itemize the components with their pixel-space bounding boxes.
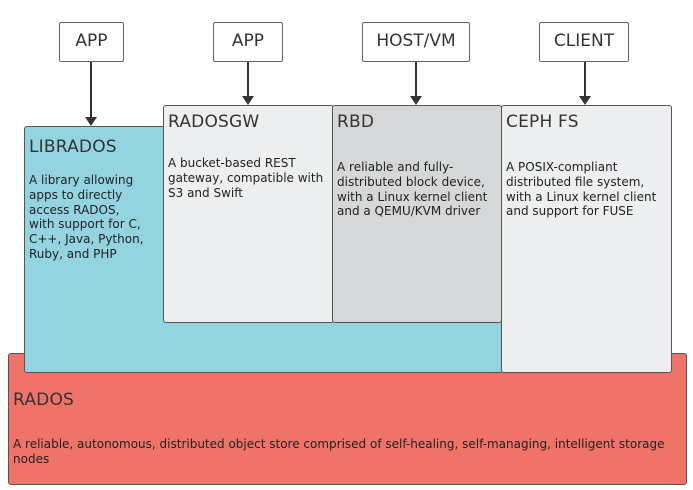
client-box: CLIENT [539,22,629,62]
radosgw-description: A bucket-based REST gateway, compatible … [168,156,324,200]
radosgw-title: RADOSGW [168,112,260,132]
host-vm-box-label: HOST/VM [376,31,456,51]
app-box-2-label: APP [231,31,265,51]
app-box-1: APP [59,22,124,62]
cephfs-description: A POSIX-compliant distributed file syste… [506,160,657,219]
radosgw-box: RADOSGW A bucket-based REST gateway, com… [163,105,334,323]
app-box-1-label: APP [75,31,108,51]
rbd-box: RBD A reliable and fully-distributed blo… [332,105,502,323]
librados-title: LIBRADOS [29,137,117,157]
rbd-description: A reliable and fully-distributed block d… [337,160,488,219]
client-box-label: CLIENT [553,31,615,51]
rados-box: RADOS A reliable, autonomous, distribute… [8,353,687,485]
rados-title: RADOS [13,390,75,410]
cephfs-title: CEPH FS [506,112,579,132]
cephfs-box: CEPH FS A POSIX-compliant distributed fi… [501,105,672,373]
app-box-2: APP [213,22,283,62]
rbd-title: RBD [337,112,375,132]
rados-description: A reliable, autonomous, distributed obje… [13,437,665,466]
librados-description: A library allowing apps to directly acce… [29,173,144,261]
host-vm-box: HOST/VM [362,22,470,62]
